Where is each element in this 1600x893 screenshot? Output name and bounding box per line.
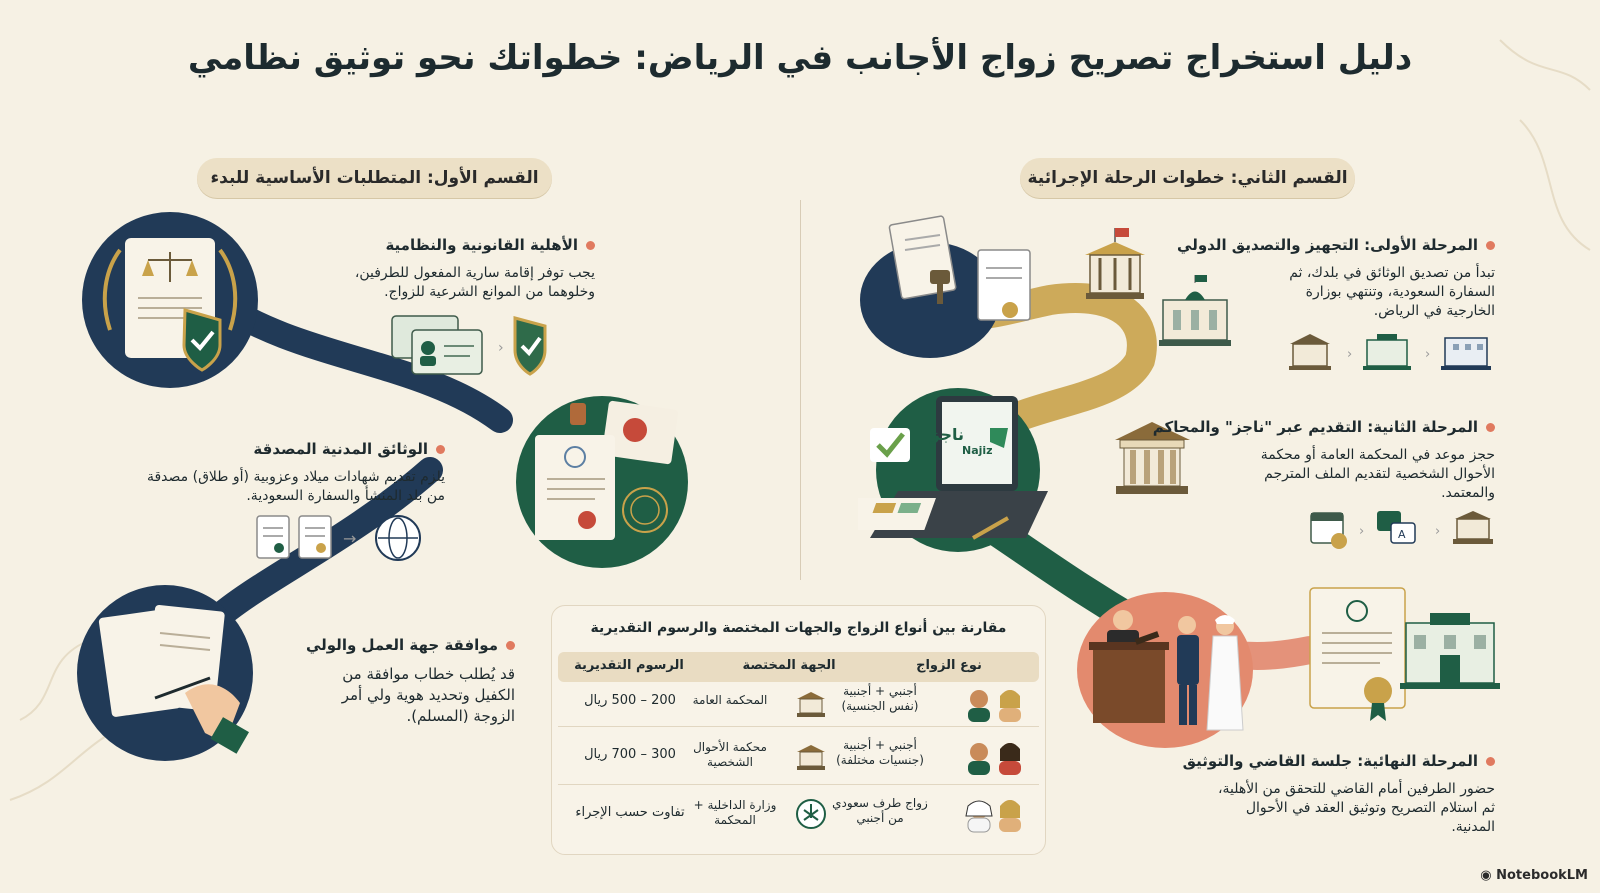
couple-icon [968,690,1021,722]
couple-icon [968,743,1021,775]
bullet-icon [436,445,445,454]
s2-stage1-title: المرحلة الأولى: التجهيز والتصديق الدولي [1177,236,1495,254]
documents-to-globe-icons: → [256,515,421,561]
svg-text:›: › [1347,347,1352,362]
couple-icon [965,800,1021,833]
ministry-building-icon [1159,275,1231,346]
s1-item1-title: الأهلية القانونية والنظامية [385,236,595,254]
bullet-icon [506,641,515,650]
svg-text:A: A [1398,528,1406,541]
row1-fees: 200 – 500 ريال [584,693,676,708]
s1-item3-text: قد يُطلب خطاب موافقة من الكفيل وتحديد هو… [341,665,515,725]
bullet-icon [586,241,595,250]
notebooklm-icon: ◉ [1480,868,1497,883]
svg-text:›: › [498,340,504,356]
header-fees: الرسوم التقديرية [574,658,684,673]
s1-item1-text: يجب توفر إقامة سارية المفعول للطرفين، وخ… [354,265,595,300]
section1-header: القسم الأول: المتطلبات الأساسية للبدء [197,158,552,198]
court-icon [797,692,825,717]
s2-stage3-text: حضور الطرفين أمام القاضي للتحقق من الأهل… [1217,781,1495,835]
stage1-illustration [860,215,1145,358]
najiz-laptop-illustration: ناجز Najiz [858,388,1048,552]
row1-type: أجنبي + أجنبية (نفس الجنسية) [841,684,919,713]
najiz-logo-en: Najiz [962,444,993,457]
s1-item2-title: الوثائق المدنية المصدقة [253,440,445,458]
s2-stage3-title: المرحلة النهائية: جلسة القاضي والتوثيق [1183,752,1495,770]
svg-text:→: → [343,529,356,548]
table-title: مقارنة بين أنواع الزواج والجهات المختصة … [590,620,1007,636]
row-divider [558,784,1039,785]
s2-stage2-text: حجز موعد في المحكمة العامة أو محكمة الأح… [1260,447,1495,501]
page-title: دليل استخراج تصريح زواج الأجانب في الريا… [187,38,1413,78]
row2-type: أجنبي + أجنبية (جنسيات مختلفة) [836,738,924,767]
row3-type: زواج طرف سعودي من أجنبي [832,796,928,825]
s2-stage1-text: تبدأ من تصديق الوثائق في بلدك، ثم السفار… [1289,265,1495,319]
legal-eligibility-illustration [82,212,258,388]
s2-stage2-title: المرحلة الثانية: التقديم عبر "ناجز" والم… [1153,418,1495,436]
row2-fees: 300 – 700 ريال [584,747,676,762]
brand-logo: ◉ NotebookLM [1480,868,1588,883]
svg-text:›: › [1359,524,1364,539]
svg-text:›: › [1425,347,1430,362]
comparison-table: مقارنة بين أنواع الزواج والجهات المختصة … [551,605,1046,855]
s1-item2-text: يلزم تقديم شهادات ميلاد وعزوبية (أو طلاق… [146,469,445,504]
judge-session-illustration [1077,592,1253,748]
row1-authority: المحكمة العامة [692,693,768,707]
header-type: نوع الزواج [916,658,982,673]
row2-authority: محكمة الأحوال الشخصية [693,740,767,769]
bullet-icon [1486,241,1495,250]
court-icon [797,745,825,770]
stage2-sequence-icons: › A › [1310,511,1493,549]
bullet-icon [1486,757,1495,766]
id-cards-to-shield-icons: › [391,315,547,376]
stage1-building-sequence-icons: › › [1289,334,1491,370]
court-building-icon [1115,422,1190,494]
svg-text:›: › [1435,524,1440,539]
s1-item3-title: موافقة جهة العمل والولي [306,636,515,654]
najiz-logo-ar: ناجز [930,425,965,444]
table-header-row: نوع الزواج الجهة المختصة الرسوم التقديري… [558,652,1039,682]
section2-header: القسم الثاني: خطوات الرحلة الإجرائية [1020,158,1355,198]
header-authority: الجهة المختصة [742,658,836,673]
row-divider [558,726,1039,727]
saudi-emblem-icon [796,799,826,829]
column-divider [800,200,801,580]
row3-authority: وزارة الداخلية + المحكمة [693,798,777,827]
row3-fees: تفاوت حسب الإجراء [575,805,685,820]
final-certificate-illustration [1309,587,1500,721]
certified-documents-illustration [516,396,688,568]
bullet-icon [1486,423,1495,432]
employer-guardian-approval-illustration [77,585,253,761]
